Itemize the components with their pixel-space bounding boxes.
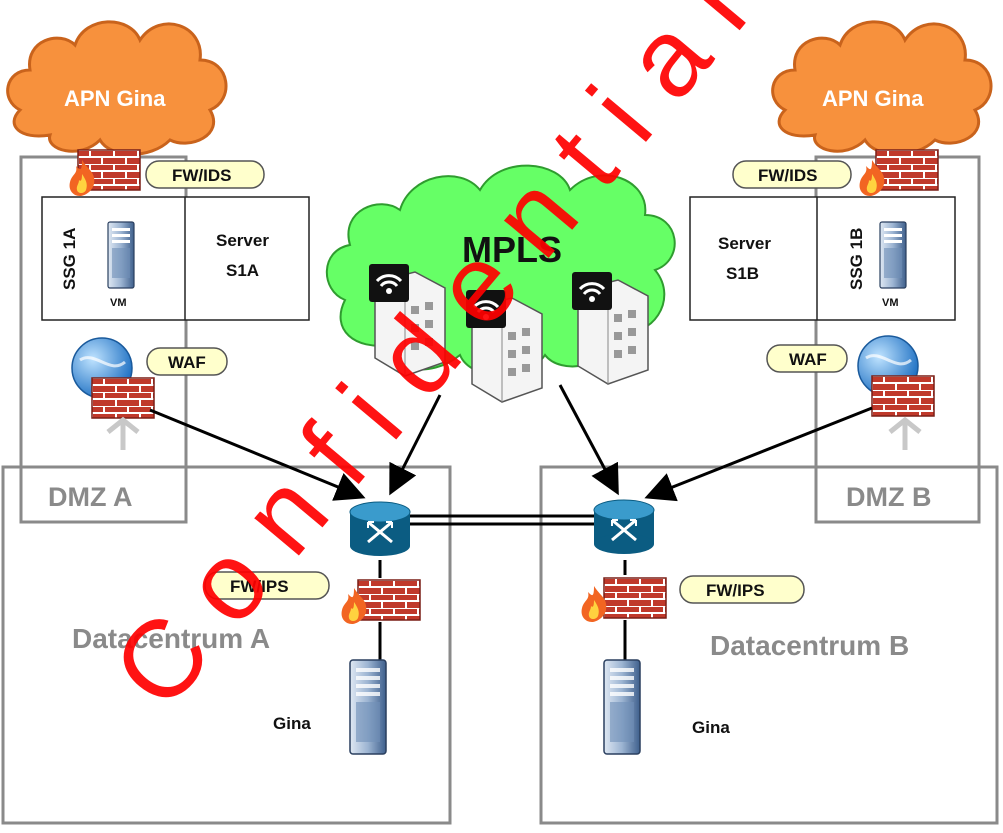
server-tower-icon (349, 659, 387, 755)
network-arrows-icon (106, 416, 140, 450)
vm-b-label: VM (882, 297, 899, 309)
datacenter-b-zone (539, 465, 999, 825)
datacenter-a-zone (1, 465, 452, 825)
host-b-label: Gina (692, 718, 730, 737)
server-b-line2: S1B (726, 264, 759, 283)
server-box-b (689, 196, 956, 321)
svg-text:FW/IPS: FW/IPS (230, 577, 289, 596)
datacenter-a-label: Datacentrum A (72, 623, 270, 654)
server-box-a (41, 196, 310, 321)
vm-a-label: VM (110, 297, 127, 309)
svg-text:FW/IDS: FW/IDS (172, 166, 232, 185)
ssg-a-label: SSG 1A (60, 228, 79, 290)
server-tower-icon (107, 221, 135, 289)
server-a-line1: Server (216, 231, 269, 250)
cloud-icon (771, 20, 993, 156)
datacenter-b-label: Datacentrum B (710, 630, 909, 661)
fw-ids-b-badge: FW/IDS (732, 160, 852, 189)
fw-ips-a-badge: FW/IPS (204, 571, 330, 600)
firewall-icon (91, 377, 155, 419)
apn-a-label: APN Gina (64, 86, 166, 111)
ssg-b-label: SSG 1B (847, 228, 866, 290)
flame-icon (581, 586, 607, 622)
waf-a-badge: WAF (146, 347, 228, 376)
firewall-icon (603, 577, 667, 619)
host-a-label: Gina (273, 714, 311, 733)
fw-ids-a-badge: FW/IDS (145, 160, 265, 189)
svg-text:FW/IDS: FW/IDS (758, 166, 818, 185)
server-b-line1: Server (718, 234, 771, 253)
firewall-icon (357, 579, 421, 621)
cloud-icon (6, 20, 228, 156)
apn-b-label: APN Gina (822, 86, 924, 111)
router-icon (592, 498, 656, 556)
dmz-b-label: DMZ B (846, 482, 931, 512)
server-tower-icon (879, 221, 907, 289)
network-arrows-icon (888, 416, 922, 450)
apn-cloud-a: APN Gina (6, 20, 228, 156)
apn-cloud-b: APN Gina (771, 20, 993, 156)
fw-ips-b-badge: FW/IPS (679, 575, 805, 604)
firewall-icon (875, 149, 939, 191)
server-tower-icon (603, 659, 641, 755)
dmz-a-label: DMZ A (48, 482, 132, 512)
network-links (149, 384, 873, 660)
svg-text:WAF: WAF (168, 353, 206, 372)
waf-b-badge: WAF (766, 344, 848, 373)
server-a-line2: S1A (226, 261, 259, 280)
mpls-label: MPLS (462, 229, 562, 270)
svg-text:FW/IPS: FW/IPS (706, 581, 765, 600)
firewall-icon (871, 375, 935, 417)
svg-text:WAF: WAF (789, 350, 827, 369)
